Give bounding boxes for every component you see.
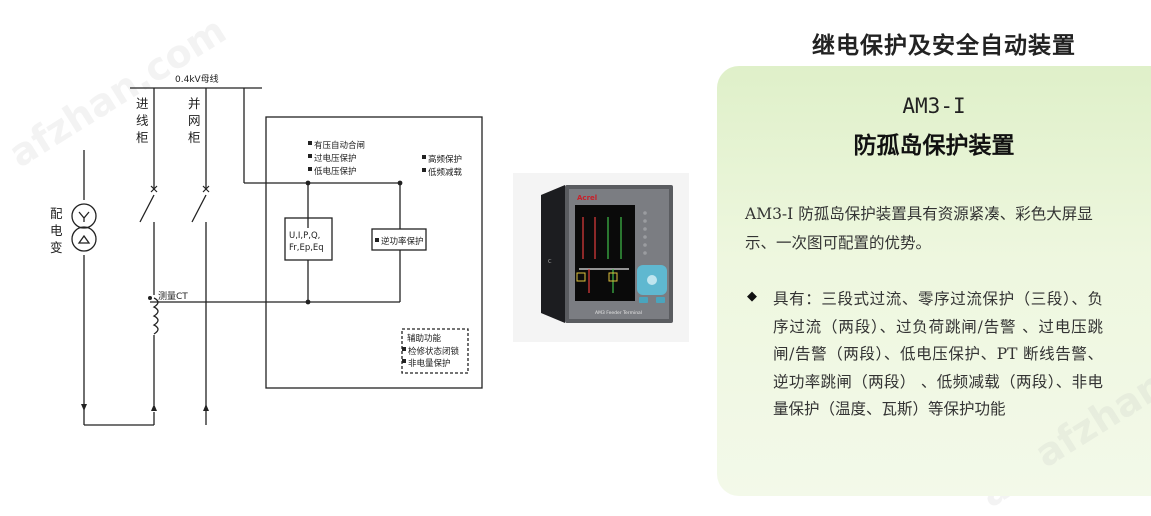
transformer-label-2: 电 bbox=[50, 223, 63, 238]
function-low-frequency: 低频减载 bbox=[428, 167, 463, 178]
aux-maintenance-lock: 检修状态闭锁 bbox=[408, 346, 460, 357]
transformer-label-1: 配 bbox=[50, 206, 63, 221]
product-description: AM3-I 防孤岛保护装置具有资源紧凑、彩色大屏显示、一次图可配置的优势。 bbox=[745, 205, 1093, 252]
function-high-frequency: 高频保护 bbox=[428, 154, 462, 165]
incoming-label-1: 进 bbox=[136, 96, 149, 111]
product-name: 防孤岛保护装置 bbox=[853, 132, 1015, 159]
transformer-symbol bbox=[71, 203, 97, 252]
product-info-panel: AM3-I 防孤岛保护装置 AM3-I 防孤岛保护装置具有资源紧凑、彩色大屏显示… bbox=[717, 66, 1151, 496]
device-brand: Acrel bbox=[577, 194, 597, 202]
measure-box-line-1: U,I,P,Q, bbox=[289, 231, 320, 241]
product-features: 具有：三段式过流、零序过流保护（三段）、负序过流（两段）、过负荷跳闸/告警 、过… bbox=[773, 290, 1103, 418]
incoming-label-3: 柜 bbox=[136, 130, 149, 145]
function-undervoltage: 低电压保护 bbox=[314, 166, 357, 177]
product-model: AM3-I bbox=[902, 94, 966, 118]
device-photo: Acrel AM3 Feeder Terminal C bbox=[513, 173, 689, 342]
incoming-label-2: 线 bbox=[136, 113, 149, 128]
svg-text:C: C bbox=[548, 259, 552, 265]
protection-diagram: 0.4kV母线 进 线 柜 并 网 柜 配 电 变 测量CT 有压自动合闸 过电… bbox=[50, 73, 483, 426]
diamond-bullet-icon: ◆ bbox=[747, 289, 757, 304]
reverse-power-label: 逆功率保护 bbox=[381, 236, 424, 247]
function-overvoltage: 过电压保护 bbox=[314, 153, 357, 164]
function-auto-close: 有压自动合闸 bbox=[314, 140, 365, 151]
aux-title: 辅助功能 bbox=[407, 333, 442, 344]
aux-non-electric: 非电量保护 bbox=[408, 358, 451, 369]
ct-label: 测量CT bbox=[158, 291, 188, 302]
grid-label-2: 网 bbox=[188, 113, 201, 128]
grid-label-3: 柜 bbox=[188, 130, 201, 145]
measure-box-line-2: Fr,Ep,Eq bbox=[289, 243, 324, 253]
bus-label: 0.4kV母线 bbox=[175, 73, 219, 85]
page-title: 继电保护及安全自动装置 bbox=[812, 32, 1076, 59]
transformer-label-3: 变 bbox=[50, 240, 63, 255]
device-panel-label: AM3 Feeder Terminal bbox=[595, 310, 642, 316]
grid-label-1: 并 bbox=[188, 96, 201, 111]
